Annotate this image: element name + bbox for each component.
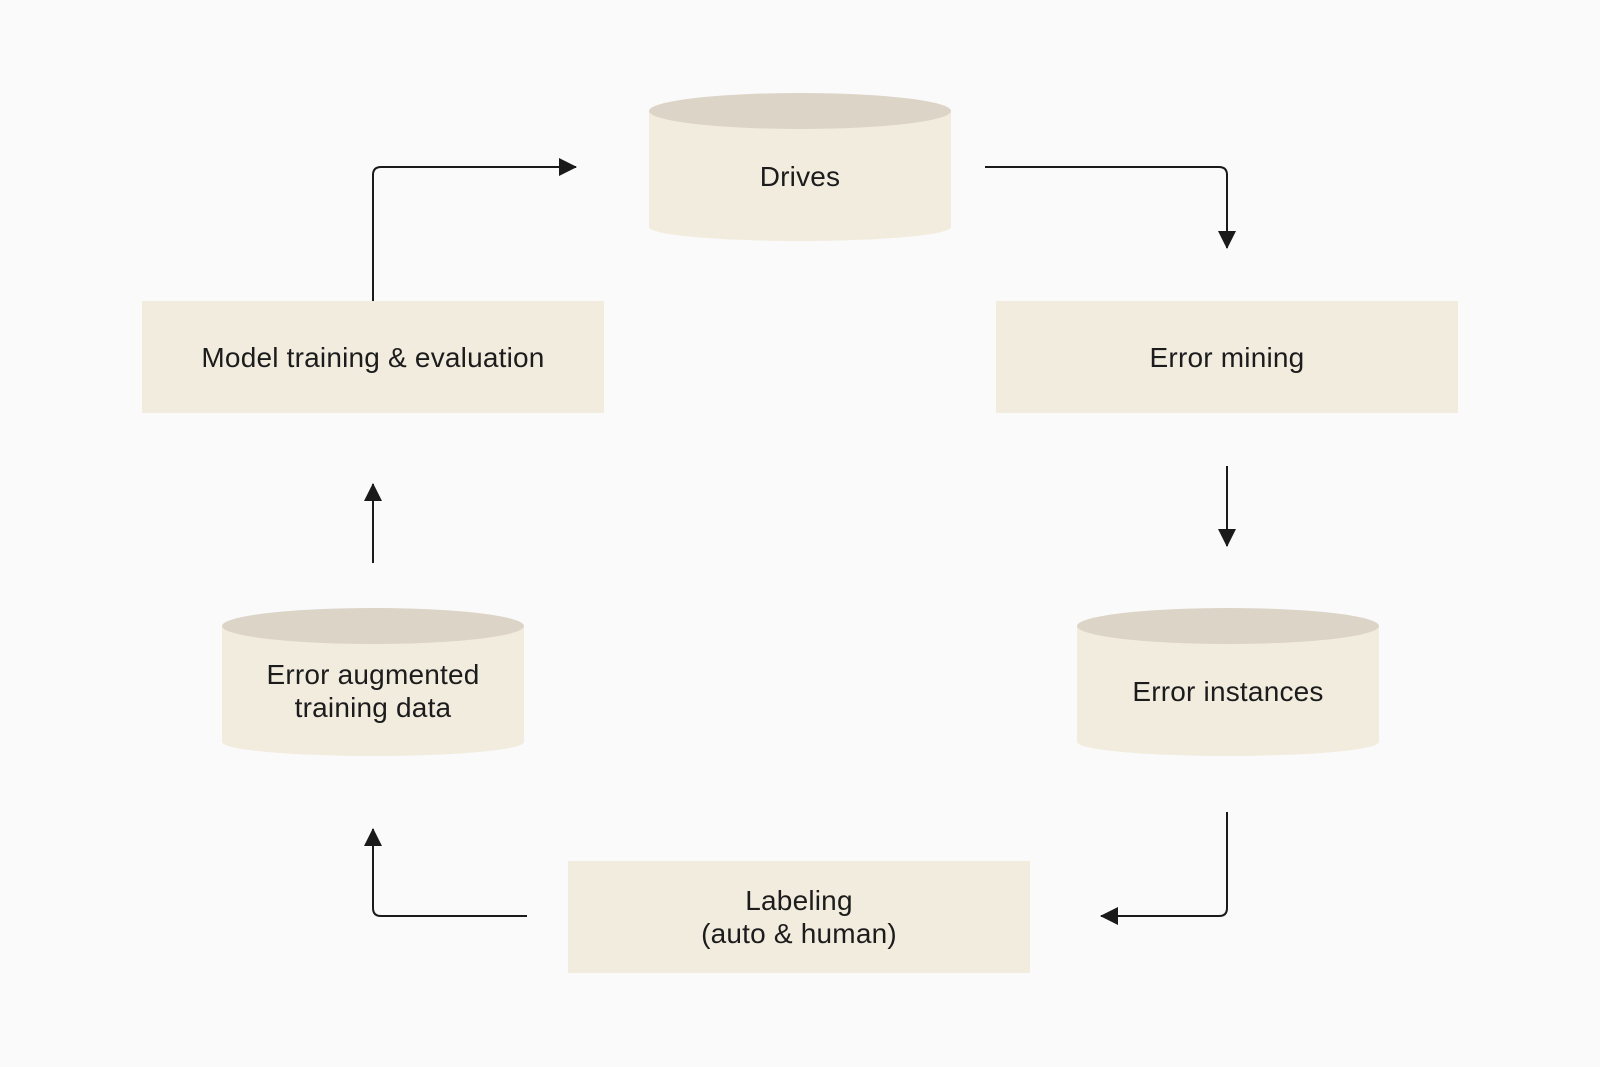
arrow-error-instances-to-labeling: [1100, 812, 1228, 925]
error-augmented-label-line2: training data: [294, 692, 452, 723]
labeling-label: Labeling (auto & human): [701, 884, 897, 950]
error-instances-label: Error instances: [1132, 675, 1324, 707]
node-error-augmented-training-data: Error augmented training data: [222, 608, 524, 756]
node-error-instances: Error instances: [1077, 608, 1379, 756]
error-instances-cylinder-shape: [1077, 608, 1379, 756]
error-mining-label: Error mining: [1149, 341, 1305, 373]
model-training-label: Model training & evaluation: [201, 341, 545, 373]
arrow-model-training-to-drives: [372, 158, 577, 301]
node-drives: Drives: [649, 93, 951, 241]
node-labeling: Labeling (auto & human): [568, 861, 1030, 973]
drives-label: Drives: [759, 160, 841, 192]
arrow-drives-to-error-mining: [985, 166, 1236, 249]
drives-cylinder-shape: [649, 93, 951, 241]
error-augmented-cylinder-shape: [222, 608, 524, 756]
error-augmented-label: Error augmented training data: [266, 640, 479, 724]
arrow-labeling-to-error-augmented: [364, 828, 527, 917]
labeling-label-line2: (auto & human): [701, 918, 897, 949]
node-error-mining: Error mining: [996, 301, 1458, 413]
labeling-label-line1: Labeling: [745, 885, 853, 916]
error-augmented-label-line1: Error augmented: [266, 659, 480, 690]
node-model-training: Model training & evaluation: [142, 301, 604, 413]
